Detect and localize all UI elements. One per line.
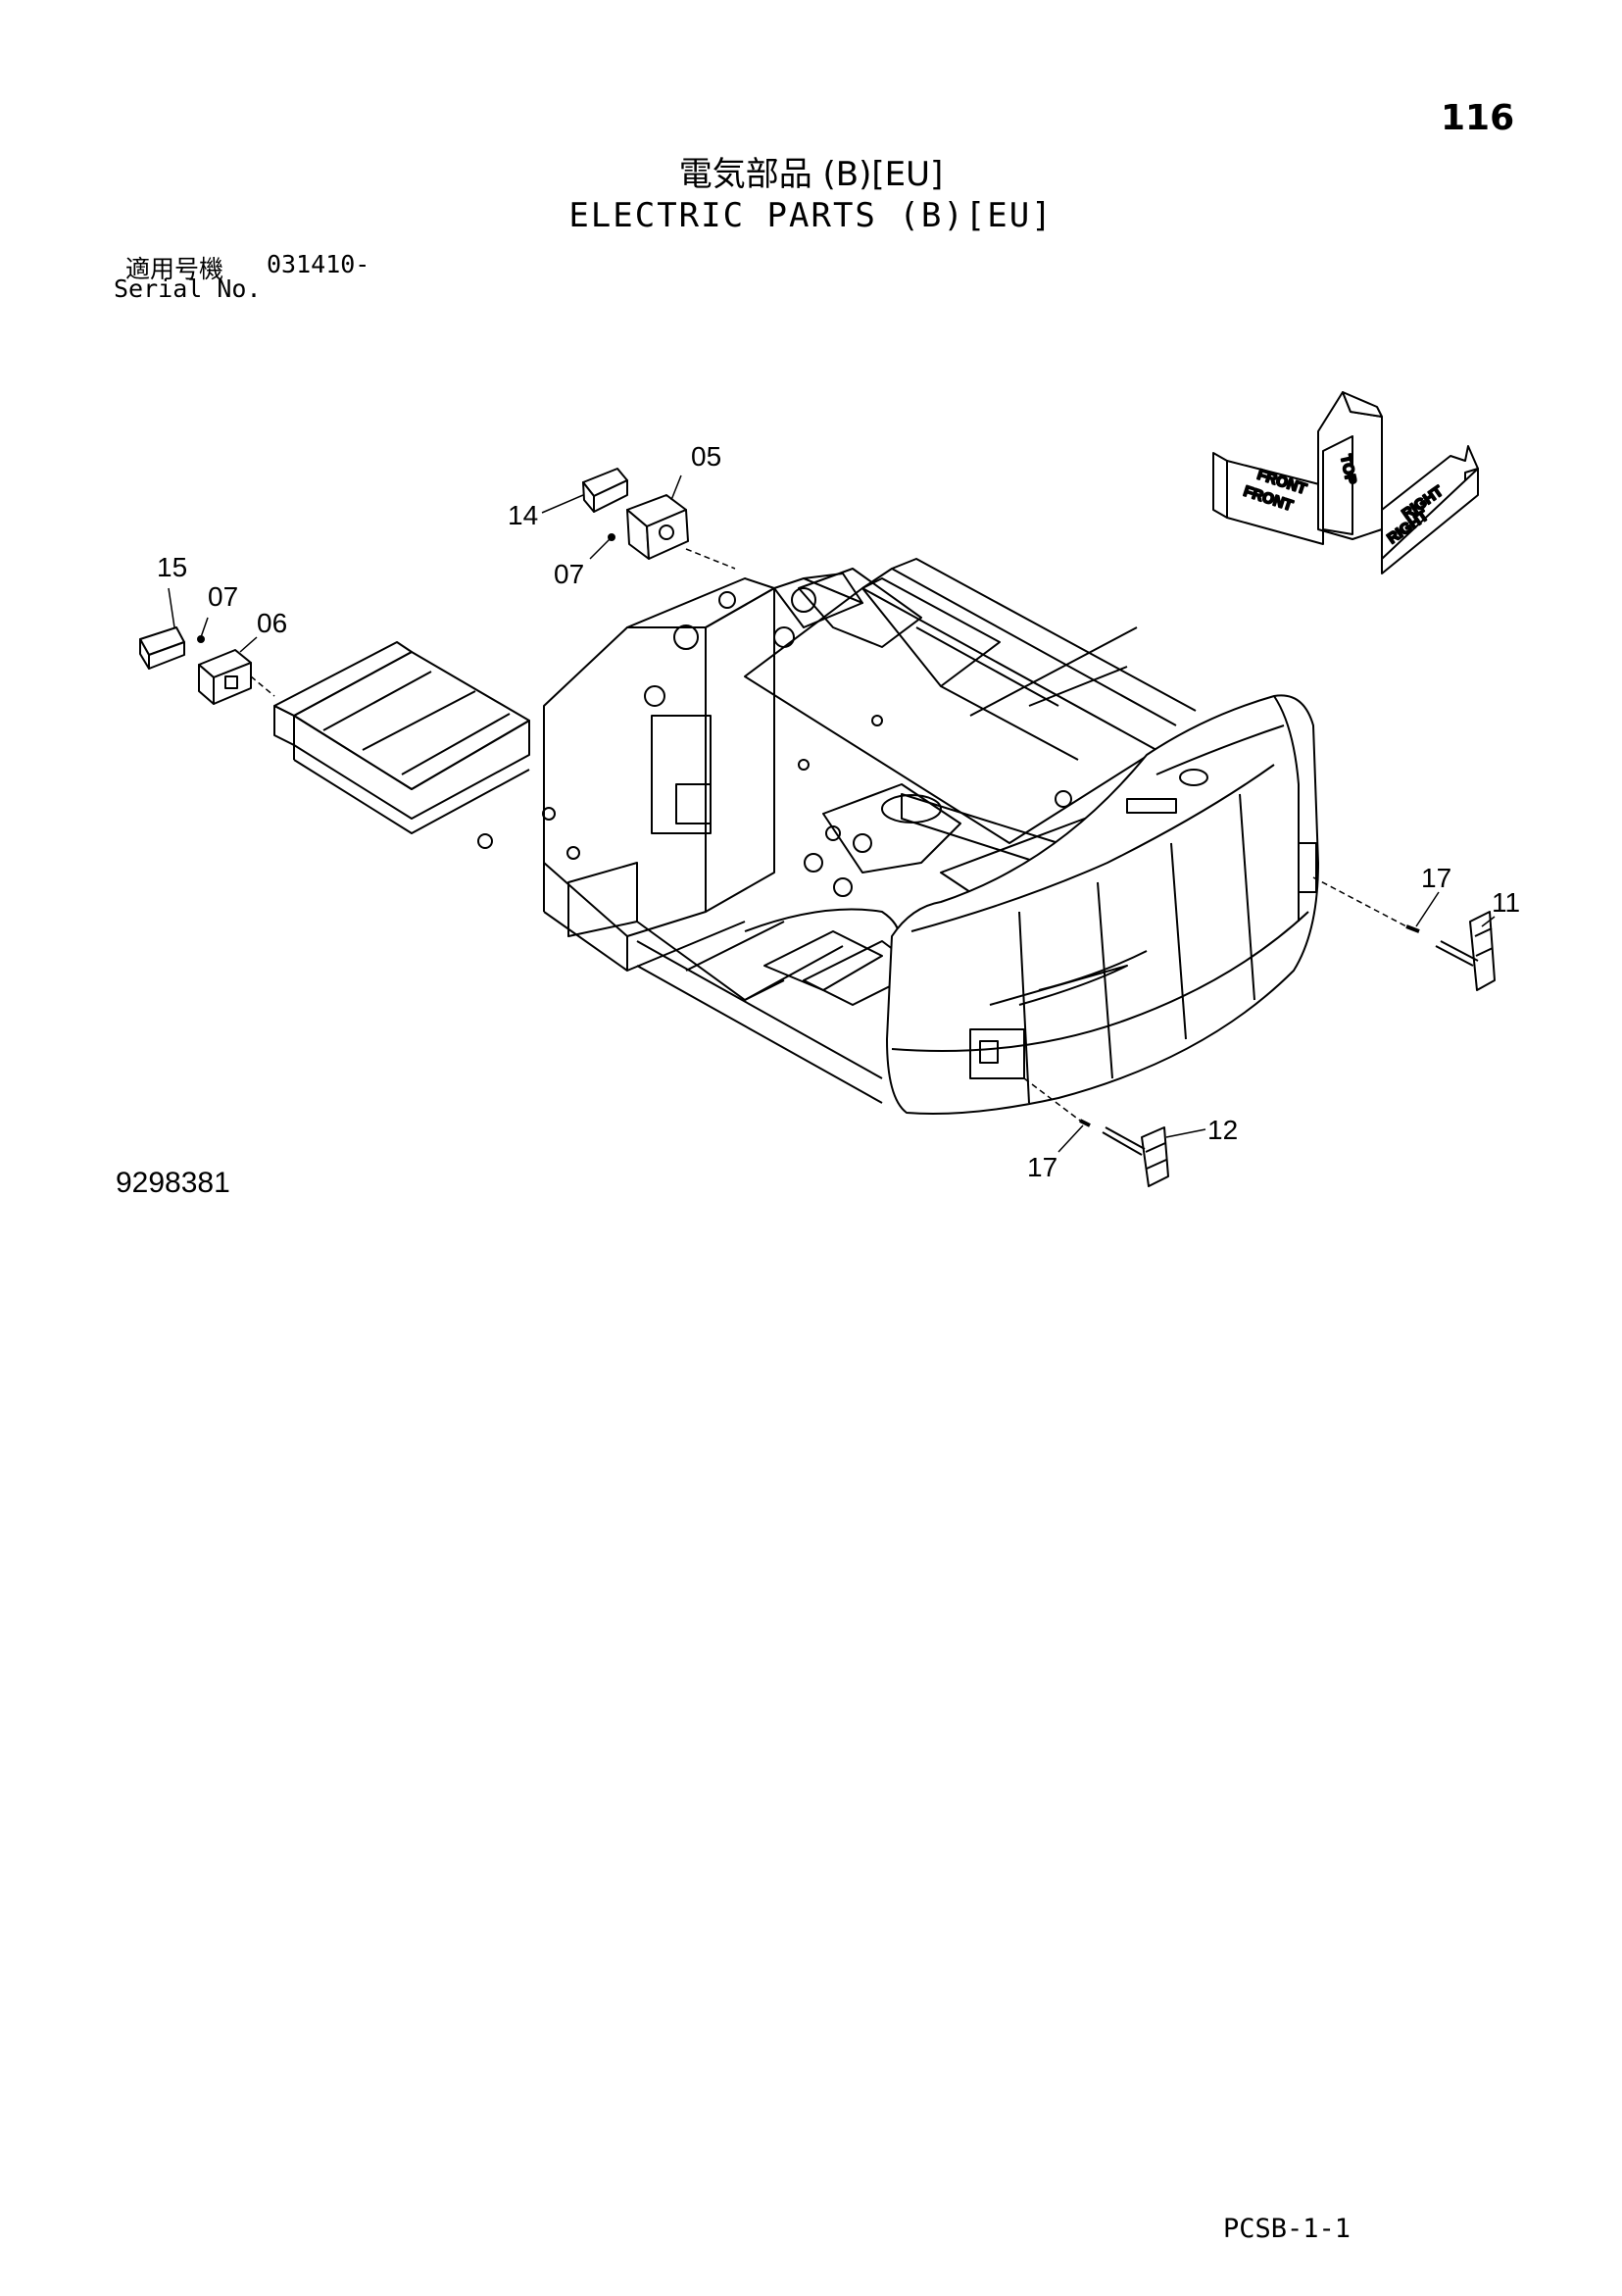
part-12-light bbox=[1102, 1126, 1169, 1187]
callout-06: 06 bbox=[257, 608, 287, 638]
part-15-lamp bbox=[139, 626, 185, 670]
counterweight bbox=[886, 694, 1319, 1115]
part-05-box bbox=[626, 494, 689, 560]
leader-lines bbox=[168, 474, 1496, 1153]
footer-code: PCSB-1-1 bbox=[1223, 2214, 1352, 2244]
page-number: 116 bbox=[1441, 98, 1515, 138]
page-title-jp: 電気部品 (B)[EU] bbox=[678, 155, 944, 194]
part-06-box bbox=[198, 649, 252, 705]
page-title-en: ELECTRIC PARTS (B)[EU] bbox=[568, 196, 1054, 235]
part-14-lamp bbox=[582, 468, 628, 513]
callout-11: 11 bbox=[1492, 887, 1520, 918]
direction-indicator: FRONT TOP RIGHT FRONT RIGHT bbox=[1212, 391, 1479, 574]
callout-07-left: 07 bbox=[208, 581, 238, 612]
callout-07-top: 07 bbox=[554, 559, 584, 589]
serial-label-en: Serial No. bbox=[114, 275, 262, 303]
serial-value: 031410- bbox=[267, 250, 370, 278]
callout-17-bottom: 17 bbox=[1027, 1152, 1057, 1182]
boom-bracket bbox=[542, 568, 922, 972]
part-11-light bbox=[1435, 911, 1496, 991]
drawing-number: 9298381 bbox=[116, 1167, 230, 1199]
serial-label-jp: 適用号機 bbox=[125, 255, 224, 283]
callout-14: 14 bbox=[508, 500, 538, 530]
callout-12: 12 bbox=[1207, 1115, 1238, 1145]
callout-15: 15 bbox=[157, 552, 187, 582]
part-07-screw bbox=[197, 533, 615, 643]
callout-05: 05 bbox=[691, 441, 721, 472]
frame-left-arm bbox=[273, 641, 530, 849]
part-17-screw bbox=[1079, 924, 1420, 1127]
callout-17-right: 17 bbox=[1421, 863, 1451, 893]
